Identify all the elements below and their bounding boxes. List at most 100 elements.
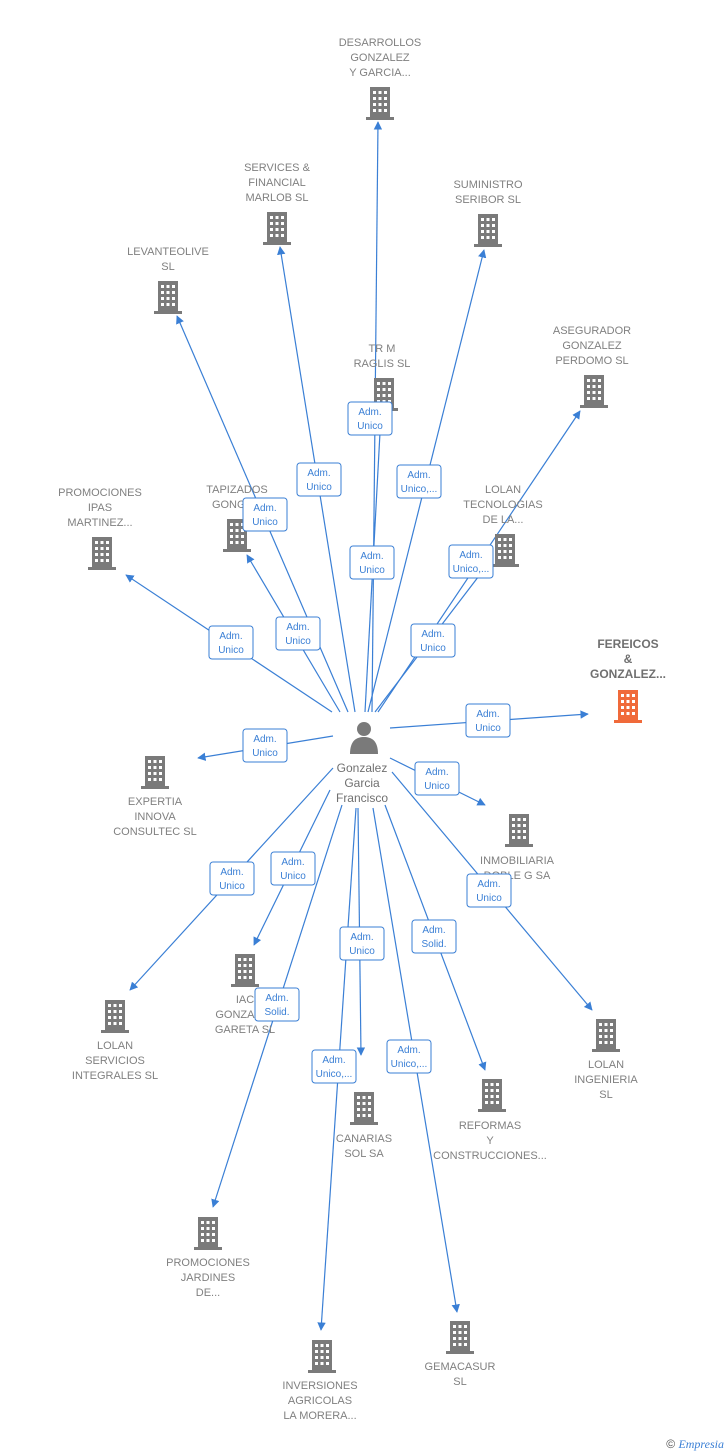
company-name-line: CANARIAS <box>336 1133 392 1145</box>
company-name-line: SUMINISTRO <box>453 179 523 191</box>
relation-badge-lolan_tec[interactable]: Adm. Unico <box>410 623 456 658</box>
company-name-line: PERDOMO SL <box>555 355 628 367</box>
relation-text: Unico <box>252 517 278 528</box>
building-icon <box>491 534 519 567</box>
center-person[interactable]: Gonzalez Garcia Francisco <box>336 722 388 805</box>
relation-text: Unico <box>359 565 385 576</box>
person-name-line-3: Francisco <box>336 791 388 805</box>
company-name-line: & <box>624 652 633 666</box>
relation-badge-asegurador[interactable]: Adm.Unico,... <box>448 544 494 579</box>
company-node-gemacasur[interactable]: GEMACASUR SL <box>425 1321 496 1388</box>
relation-badge-canarias[interactable]: Adm.Unico <box>339 926 385 961</box>
company-node-fereicos[interactable]: FEREICOS&GONZALEZ... <box>590 637 666 723</box>
company-name-line: FINANCIAL <box>248 177 305 189</box>
building-icon <box>308 1340 336 1373</box>
relation-badge-inversiones[interactable]: Adm. Unico,... <box>311 1049 357 1084</box>
company-name-line: Y <box>486 1135 494 1147</box>
company-name-line: AGRICOLAS <box>288 1395 352 1407</box>
relation-badge-box <box>242 497 288 532</box>
building-icon <box>194 1217 222 1250</box>
brand-logo[interactable]: Empresia <box>678 1437 724 1451</box>
relation-badge-reformas[interactable]: Adm.Solid. <box>411 919 457 954</box>
relation-badge-suministro[interactable]: Adm. Unico,... <box>396 464 442 499</box>
relation-badge-inmobiliaria[interactable]: Adm.Unico <box>414 761 460 796</box>
relation-badge-box <box>275 616 321 651</box>
relation-text: Solid. <box>421 939 446 950</box>
relation-badge-iac[interactable]: Adm.Unico <box>270 851 316 886</box>
relation-text: Adm. <box>358 407 381 418</box>
company-node-promociones_jardines[interactable]: PROMOCIONESJARDINESDE... <box>166 1217 250 1299</box>
relation-text: Unico <box>424 781 450 792</box>
company-name-line: SERVICES & <box>244 162 310 174</box>
relation-text: Unico <box>420 643 446 654</box>
company-name-line: EXPERTIA <box>128 796 183 808</box>
company-node-reformas[interactable]: REFORMASYCONSTRUCCIONES... <box>433 1079 547 1162</box>
relation-badge-gemacasur[interactable]: Adm.Unico,... <box>386 1039 432 1074</box>
relation-badge-box <box>396 464 442 499</box>
company-name-line: LOLAN <box>97 1040 133 1052</box>
building-icon <box>88 537 116 570</box>
relation-badge-box <box>242 728 288 763</box>
relation-text: Adm. <box>407 470 430 481</box>
building-icon <box>592 1019 620 1052</box>
relation-text: Adm. <box>322 1055 345 1066</box>
relation-badge-tapizados[interactable]: Adm.Unico <box>275 616 321 651</box>
relation-badge-desarrollos[interactable]: Adm.Unico <box>347 401 393 436</box>
company-name-line: DE... <box>196 1287 220 1299</box>
relation-text: Unico,... <box>401 484 438 495</box>
company-name-line: GONZALEZ <box>350 52 410 64</box>
company-name-line: INVERSIONES <box>282 1380 357 1392</box>
relation-text: Adm. <box>265 993 288 1004</box>
company-name-line: LOLAN <box>485 484 521 496</box>
relation-text: Adm. <box>281 857 304 868</box>
company-name-line: INNOVA <box>134 811 176 823</box>
relation-badge-lolan_ing[interactable]: Adm.Unico <box>466 873 512 908</box>
relation-text: Adm. <box>477 879 500 890</box>
relation-text: Unico,... <box>391 1059 428 1070</box>
relation-badge-promociones_ipas[interactable]: Adm.Unico <box>208 625 254 660</box>
company-name-line: IAC <box>236 994 254 1006</box>
relation-badge-trm[interactable]: Adm.Unico <box>349 545 395 580</box>
relation-badge-services[interactable]: Adm.Unico <box>296 462 342 497</box>
building-icon <box>101 1000 129 1033</box>
relation-text: Adm. <box>253 734 276 745</box>
relation-text: Adm. <box>220 867 243 878</box>
building-icon <box>231 954 259 987</box>
relation-badge-box <box>311 1049 357 1084</box>
company-name-line: PROMOCIONES <box>166 1257 250 1269</box>
company-name-line: GONZALEZ <box>562 340 622 352</box>
person-name-line-1: Gonzalez <box>337 761 388 775</box>
relation-text: Unico <box>218 645 244 656</box>
relation-badge-promociones_jardines[interactable]: Adm.Solid. <box>254 987 300 1022</box>
relation-text: Unico <box>306 482 332 493</box>
company-node-promociones_ipas[interactable]: PROMOCIONESIPASMARTINEZ... <box>58 487 142 570</box>
person-icon <box>350 722 378 754</box>
relation-badge-box <box>254 987 300 1022</box>
relation-badge-levanteolive[interactable]: Adm.Unico <box>242 497 288 532</box>
relation-badge-fereicos[interactable]: Adm.Unico <box>465 703 511 738</box>
company-name-line: SL <box>453 1376 466 1388</box>
relation-text: Unico,... <box>316 1069 353 1080</box>
relation-text: Unico <box>252 748 278 759</box>
relation-badge-box <box>410 623 456 658</box>
relation-text: Adm. <box>350 932 373 943</box>
relation-badge-lolan_serv[interactable]: Adm.Unico <box>209 861 255 896</box>
relation-badge-expertia[interactable]: Adm. Unico <box>242 728 288 763</box>
relation-text: Adm. <box>421 629 444 640</box>
company-name-line: GEMACASUR <box>425 1361 496 1373</box>
